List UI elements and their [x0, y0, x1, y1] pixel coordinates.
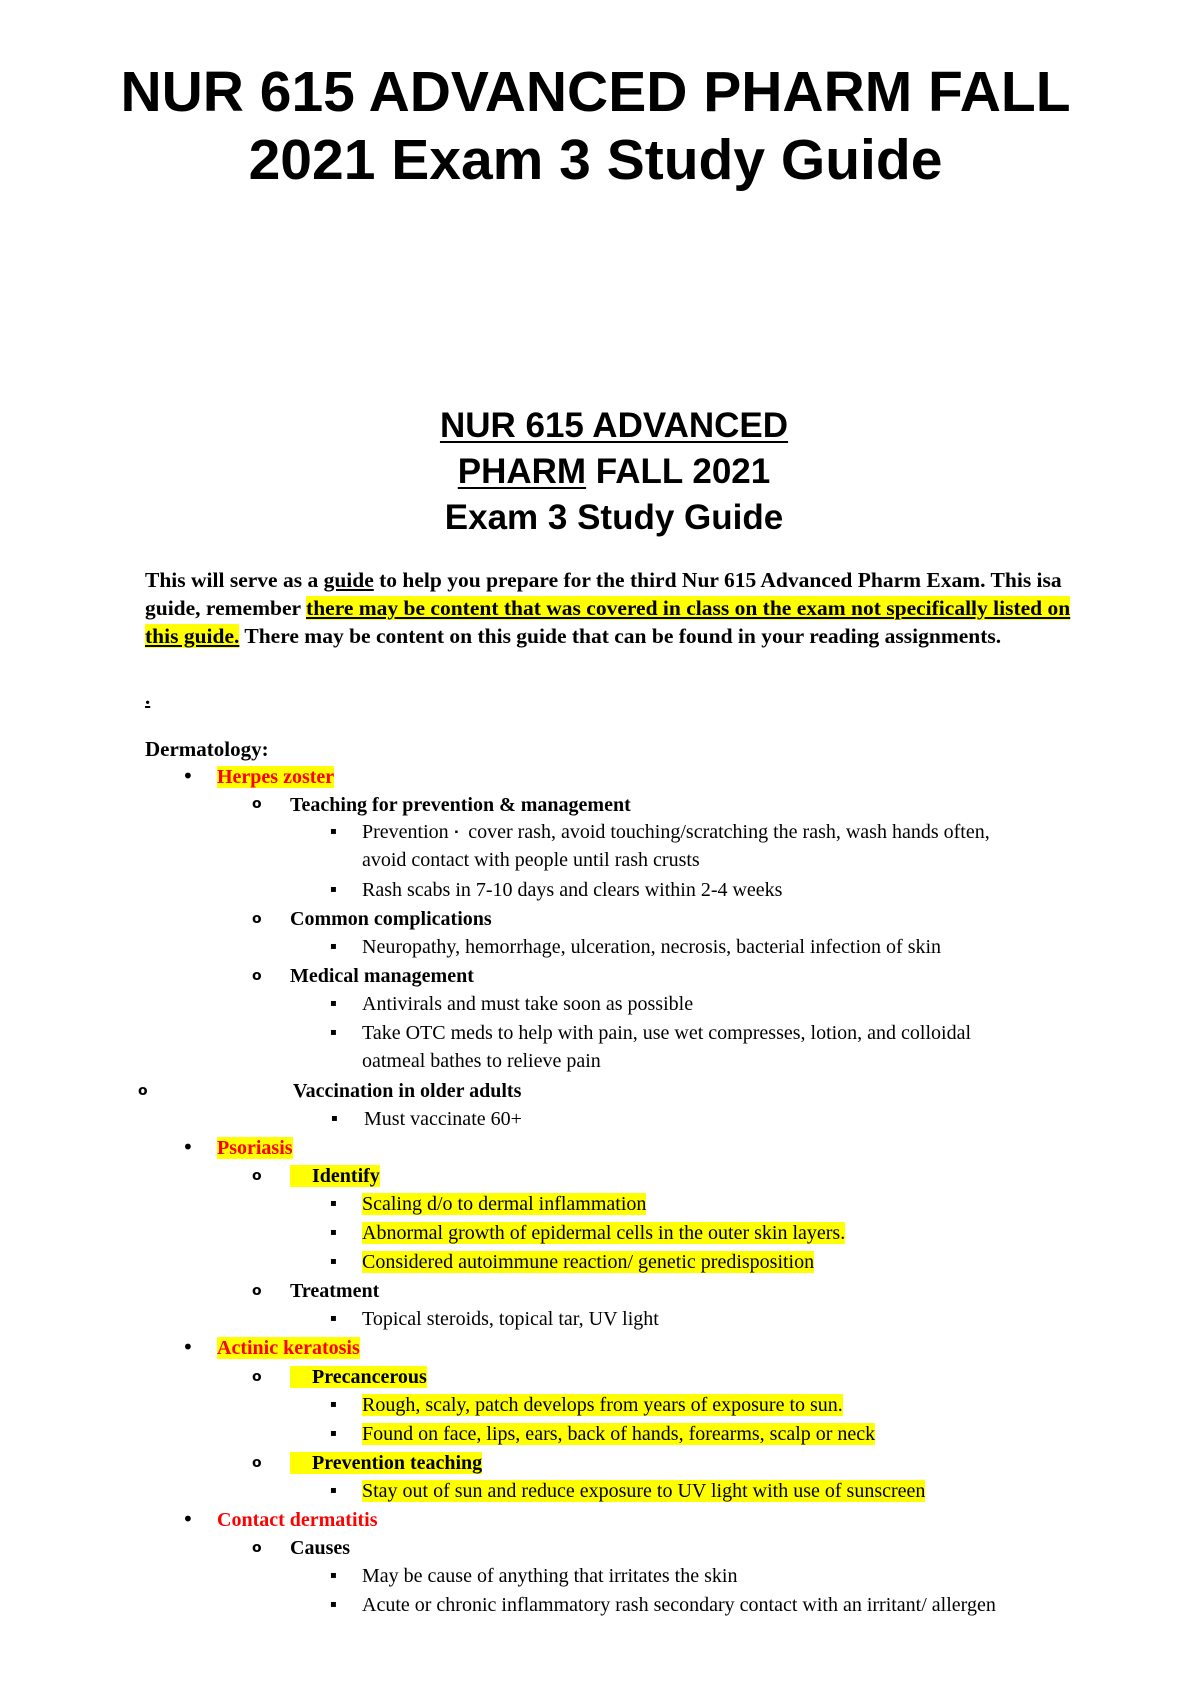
stray-mark: .: [145, 685, 151, 709]
subtitle-line-1: NUR 615 ADVANCED: [439, 406, 789, 445]
intro-text-4: There may be content on this guide that …: [239, 624, 1002, 648]
square-marker: ▪: [330, 998, 337, 1009]
actinic-item-1-text: Rough, scaly, patch develops from years …: [362, 1394, 843, 1416]
topic-herpes-zoster-label: Herpes zoster: [217, 766, 335, 788]
intro-paragraph: This will serve as a guide to help you p…: [145, 566, 1085, 650]
herpes-teaching-heading: Teaching for prevention & management: [290, 794, 631, 816]
topic-psoriasis: Psoriasis: [217, 1134, 293, 1162]
subtitle-pharm: PHARM: [457, 452, 587, 491]
psoriasis-identify-heading: Identify: [290, 1162, 380, 1190]
intro-text-1: This will serve as a: [145, 568, 324, 592]
intro-guide-word: guide: [323, 568, 374, 592]
square-marker: ▪: [330, 1027, 337, 1038]
psoriasis-item-3-text: Considered autoimmune reaction/ genetic …: [362, 1251, 815, 1273]
herpes-antivirals-item: Antivirals and must take soon as possibl…: [362, 993, 694, 1015]
herpes-prevention-item: Prevention ▪ cover rash, avoid touching/sc…: [362, 818, 990, 847]
psoriasis-identify-label: Identify: [290, 1165, 380, 1187]
herpes-otc-item: Take OTC meds to help with pain, use wet…: [362, 1022, 972, 1044]
herpes-prevention-text: cover rash, avoid touching/scratching th…: [468, 821, 990, 843]
actinic-item-1: Rough, scaly, patch develops from years …: [362, 1391, 843, 1419]
herpes-medical-heading: Medical management: [290, 965, 474, 987]
intro-text-3: This isa guide, remember: [145, 568, 1062, 620]
actinic-precancerous-label: Precancerous: [290, 1366, 427, 1388]
psoriasis-item-2: Abnormal growth of epidermal cells in th…: [362, 1219, 846, 1247]
square-marker: ▪: [330, 826, 337, 837]
square-marker: ▪: [330, 884, 337, 895]
circle-marker: o: [252, 1369, 262, 1385]
herpes-vaccinate-item: Must vaccinate 60+: [364, 1108, 522, 1130]
actinic-item-3: Stay out of sun and reduce exposure to U…: [362, 1477, 926, 1505]
herpes-otc-item-continued: oatmeal bathes to relieve pain: [362, 1050, 601, 1072]
square-marker: ▪: [330, 1256, 337, 1267]
circle-marker: o: [252, 796, 262, 812]
square-marker: ▪: [330, 1599, 337, 1610]
square-marker: ▪: [330, 1399, 337, 1410]
document-title: NUR 615 ADVANCED PHARM FALL 2021 Exam 3 …: [0, 58, 1191, 194]
contact-item-2: Acute or chronic inflammatory rash secon…: [362, 1594, 996, 1616]
bullet-marker: •: [182, 1507, 194, 1531]
topic-actinic-keratosis-label: Actinic keratosis: [217, 1337, 360, 1359]
bullet-marker: •: [182, 764, 194, 788]
contact-item-1: May be cause of anything that irritates …: [362, 1565, 738, 1587]
herpes-prevention-text-continued: avoid contact with people until rash cru…: [362, 849, 700, 871]
circle-marker: o: [252, 1168, 262, 1184]
square-marker: ▪: [331, 1113, 338, 1124]
actinic-item-3-text: Stay out of sun and reduce exposure to U…: [362, 1480, 926, 1502]
square-marker: ▪: [454, 827, 459, 838]
psoriasis-item-1: Scaling d/o to dermal inflammation: [362, 1190, 647, 1218]
topic-psoriasis-label: Psoriasis: [217, 1137, 293, 1159]
square-marker: ▪: [330, 1485, 337, 1496]
subtitle-line-3: Exam 3 Study Guide: [444, 498, 784, 537]
psoriasis-item-3: Considered autoimmune reaction/ genetic …: [362, 1248, 815, 1276]
actinic-precancerous-heading: Precancerous: [290, 1363, 427, 1391]
square-marker: ▪: [330, 1198, 337, 1209]
herpes-complications-heading: Common complications: [290, 908, 492, 930]
psoriasis-item-2-text: Abnormal growth of epidermal cells in th…: [362, 1222, 846, 1244]
intro-text-2: to help you prepare for the third Nur 61…: [373, 568, 986, 592]
circle-marker: o: [252, 968, 262, 984]
herpes-rash-scabs-item: Rash scabs in 7-10 days and clears withi…: [362, 879, 783, 901]
topic-herpes-zoster: Herpes zoster: [217, 763, 335, 791]
herpes-prevention-label: Prevention: [362, 821, 449, 843]
document-title-line-1: NUR 615 ADVANCED PHARM FALL: [120, 60, 1071, 124]
contact-causes-heading: Causes: [290, 1537, 351, 1559]
circle-marker: o: [252, 1283, 262, 1299]
square-marker: ▪: [330, 1570, 337, 1581]
circle-marker: o: [138, 1083, 148, 1099]
actinic-item-2-text: Found on face, lips, ears, back of hands…: [362, 1423, 876, 1445]
topic-actinic-keratosis: Actinic keratosis: [217, 1334, 360, 1362]
bullet-marker: •: [182, 1135, 194, 1159]
psoriasis-treatment-item: Topical steroids, topical tar, UV light: [362, 1308, 659, 1330]
actinic-prevention-heading: Prevention teaching: [290, 1449, 483, 1477]
subtitle-fall: FALL 2021: [586, 452, 771, 491]
bullet-marker: •: [182, 1335, 194, 1359]
document-title-line-2: 2021 Exam 3 Study Guide: [248, 128, 943, 192]
actinic-prevention-label: Prevention teaching: [290, 1452, 483, 1474]
actinic-item-2: Found on face, lips, ears, back of hands…: [362, 1420, 876, 1448]
psoriasis-treatment-heading: Treatment: [290, 1280, 380, 1302]
circle-marker: o: [252, 1455, 262, 1471]
document-subtitle: NUR 615 ADVANCED PHARM FALL 2021 Exam 3 …: [0, 403, 1191, 541]
circle-marker: o: [252, 911, 262, 927]
square-marker: ▪: [330, 1227, 337, 1238]
topic-contact-dermatitis: Contact dermatitis: [217, 1509, 378, 1531]
section-heading-dermatology: Dermatology:: [145, 737, 269, 761]
square-marker: ▪: [330, 941, 337, 952]
square-marker: ▪: [330, 1428, 337, 1439]
herpes-vaccination-heading: Vaccination in older adults: [293, 1080, 522, 1102]
square-marker: ▪: [330, 1313, 337, 1324]
psoriasis-item-1-text: Scaling d/o to dermal inflammation: [362, 1193, 647, 1215]
circle-marker: o: [252, 1540, 262, 1556]
subtitle-line-2: PHARM FALL 2021: [0, 449, 1191, 495]
herpes-complications-item: Neuropathy, hemorrhage, ulceration, necr…: [362, 936, 942, 958]
